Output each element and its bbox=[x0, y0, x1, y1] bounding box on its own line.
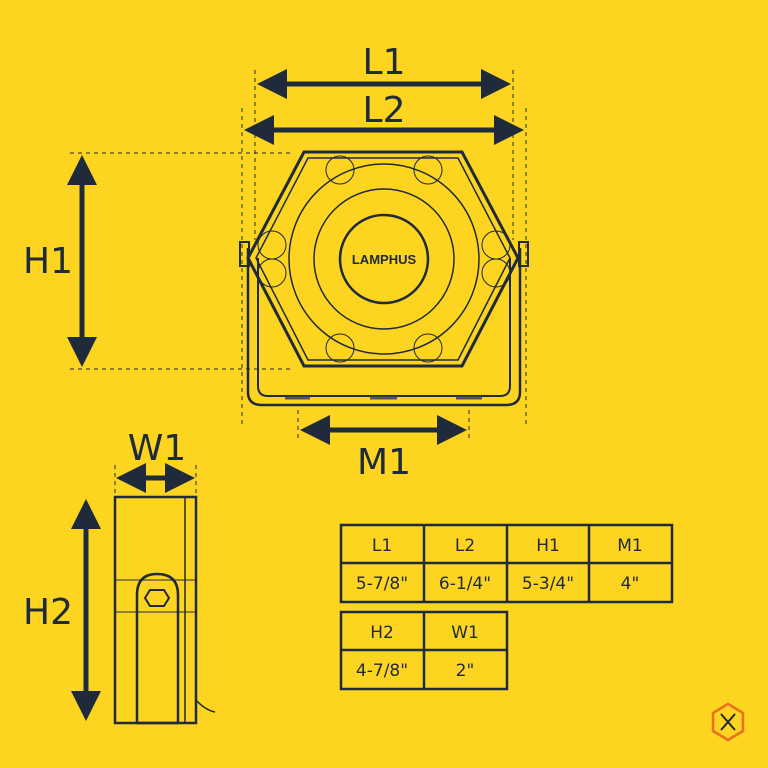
label-l2: L2 bbox=[363, 90, 406, 131]
label-h2: H2 bbox=[23, 592, 73, 633]
label-h1: H1 bbox=[23, 241, 73, 282]
label-l1: L1 bbox=[363, 42, 406, 83]
siren-front-view: LAMPHUS bbox=[239, 150, 529, 407]
value-m1: 4" bbox=[621, 574, 640, 594]
header-h2: H2 bbox=[370, 623, 394, 643]
brand-logo: LAMPHUS bbox=[352, 252, 417, 267]
label-w1: W1 bbox=[128, 428, 187, 469]
header-w1: W1 bbox=[451, 623, 479, 643]
value-h1: 5-3/4" bbox=[522, 574, 574, 594]
siren-side-view bbox=[113, 495, 216, 725]
label-m1: M1 bbox=[357, 442, 411, 483]
value-l1: 5-7/8" bbox=[356, 574, 408, 594]
header-l1: L1 bbox=[372, 536, 392, 556]
header-m1: M1 bbox=[617, 536, 642, 556]
value-h2: 4-7/8" bbox=[356, 661, 408, 681]
dimension-arrows bbox=[67, 69, 524, 721]
value-w1: 2" bbox=[456, 661, 475, 681]
header-l2: L2 bbox=[455, 536, 475, 556]
hex-badge-icon bbox=[711, 702, 745, 742]
dimension-table-bottom: H2 W1 4-7/8" 2" bbox=[339, 610, 509, 691]
extension-lines bbox=[70, 70, 527, 497]
header-h1: H1 bbox=[536, 536, 560, 556]
value-l2: 6-1/4" bbox=[439, 574, 491, 594]
dimension-table-top: L1 L2 H1 M1 5-7/8" 6-1/4" 5-3/4" 4" bbox=[339, 523, 674, 604]
